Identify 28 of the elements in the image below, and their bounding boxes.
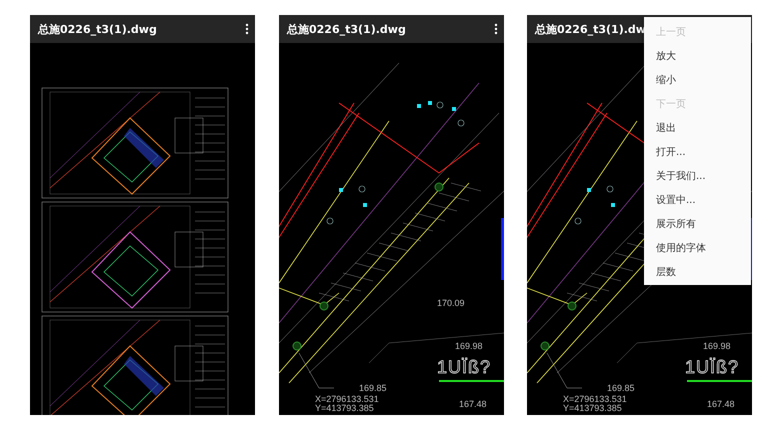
garbled-text: 1UÏß? (437, 357, 492, 378)
file-title: 总施0226_t3(1).dwg (38, 22, 157, 37)
file-title: 总施0226_t3(1).dw (535, 22, 646, 37)
coordinate-text: X=2796133.531 (315, 394, 379, 404)
dropdown-menu (644, 17, 751, 285)
elevation-text: 167.48 (707, 399, 735, 409)
menu-item: 放大 (656, 50, 676, 63)
menu-item: 展示所有 (656, 218, 696, 231)
elevation-text: 169.85 (607, 383, 635, 393)
elevation-text: 167.48 (459, 399, 487, 409)
menu-item: 缩小 (656, 74, 676, 87)
elevation-text: 169.85 (359, 383, 387, 393)
menu-item: 设置中... (656, 194, 696, 207)
garbled-text: 1UÏß? (685, 357, 740, 378)
menu-item: 下一页 (656, 98, 686, 111)
menu-item: 使用的字体 (656, 242, 706, 255)
menu-item: 打开... (656, 146, 686, 159)
menu-item: 退出 (656, 122, 676, 135)
coordinate-text: X=2796133.531 (563, 394, 627, 404)
menu-item: 层数 (656, 266, 676, 279)
file-title: 总施0226_t3(1).dwg (287, 22, 406, 37)
menu-item: 上一页 (656, 26, 686, 39)
coordinate-text: Y=413793.385 (563, 403, 622, 413)
coordinate-text: Y=413793.385 (315, 403, 374, 413)
elevation-text: 170.09 (437, 298, 465, 308)
menu-item: 关于我们... (656, 170, 706, 183)
elevation-text: 169.98 (455, 341, 483, 351)
elevation-text: 169.98 (703, 341, 731, 351)
